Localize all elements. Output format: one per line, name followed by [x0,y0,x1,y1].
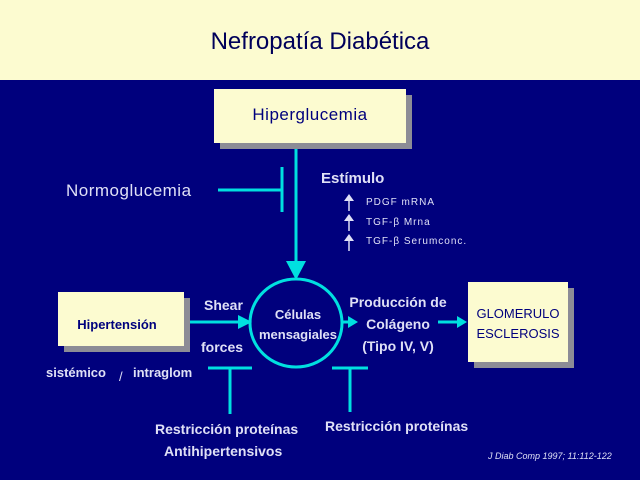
intraglom-label: intraglom [133,365,193,380]
marker-tgf-serum: TGF-β Serumconc. [366,236,468,247]
normoglycemia-label: Normoglucemia [66,181,192,200]
hypertension-box: Hipertensión [58,292,184,346]
shear-label: Shear [204,297,243,313]
marker-tgf-mrna: TGF-β Mrna [366,217,431,228]
marker-pdgf: PDGF mRNA [366,197,435,208]
slide-title: Nefropatía Diabética [210,28,430,55]
outcome-label-line2: ESCLEROSIS [476,326,560,341]
cells-to-collagen-arrowhead [348,316,358,328]
stimulus-label: Estímulo [321,170,385,187]
collagen-to-outcome-arrowhead [457,316,467,328]
restriction-left-line2: Antihipertensivos [164,443,283,459]
collagen-label-line1: Producción de [349,294,447,310]
cells-label-line1: Células [274,307,322,322]
restriction-left-line1: Restricción proteínas [155,421,299,437]
title-bar: Nefropatía Diabética [0,0,640,80]
forces-label: forces [201,339,244,355]
collagen-label-line2: Colágeno [366,316,430,332]
hyperglycemia-label: Hiperglucemia [252,105,368,124]
cells-circle [248,277,344,369]
hypertension-arrowhead [238,315,252,329]
hypertension-label: Hipertensión [77,317,157,332]
systemic-label: sistémico [46,365,106,380]
collagen-label-line3: (Tipo IV, V) [362,338,434,354]
systemic-separator: / [119,369,123,384]
outcome-box: GLOMERULO ESCLEROSIS [468,282,568,362]
hyperglycemia-box: Hiperglucemia [214,89,406,143]
citation: J Diab Comp 1997; 11:112-122 [488,451,612,461]
restriction-right-label: Restricción proteínas [325,418,469,434]
outcome-label-line1: GLOMERULO [476,306,560,321]
cells-label-line2: mensagiales [258,327,338,342]
hyperglycemia-arrowhead [286,261,306,280]
